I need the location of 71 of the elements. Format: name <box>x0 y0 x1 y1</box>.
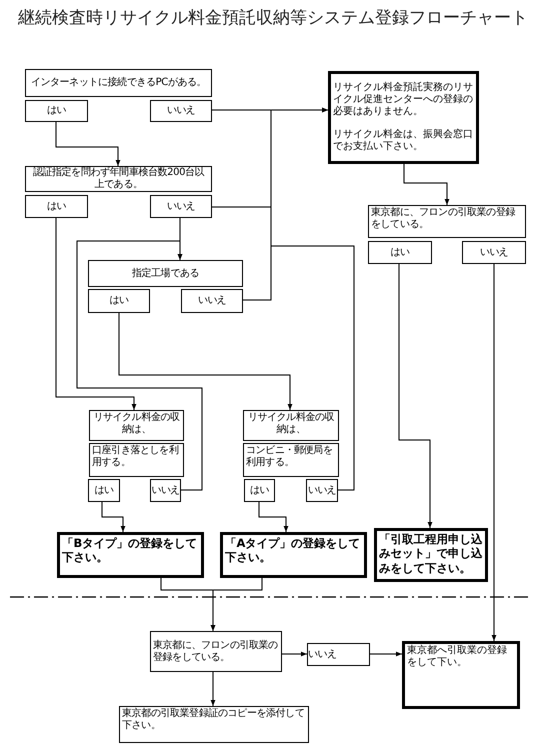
question-box <box>368 205 526 238</box>
result-box <box>374 528 488 582</box>
result-text: 「引取工程用申し込みセット」で申し込みをして下さい。 <box>379 532 483 576</box>
result-text: リサイクル料金預託実務のリサイクル促進センターへの登録の必要はありません。 <box>333 82 474 118</box>
arrow <box>76 240 202 490</box>
question-box <box>89 410 184 441</box>
answer-text: いいえ <box>196 295 228 307</box>
arrow <box>210 672 216 706</box>
answer-text: いいえ <box>151 484 180 496</box>
answer-text: はい <box>46 105 67 117</box>
question-text: 東京都に、フロンの引取業の登録をしている。 <box>371 207 516 231</box>
answer-option <box>88 479 120 502</box>
question-text: インターネットに接続できるPCがある。 <box>30 77 208 89</box>
arrow <box>398 264 432 528</box>
answer-option <box>150 195 212 218</box>
answer-text: はい <box>94 484 114 496</box>
answer-option <box>25 195 88 218</box>
chart-title: 継続検査時リサイクル料金預託収納等システム登録フローチャート <box>18 7 528 29</box>
answer-text: いいえ <box>478 246 510 258</box>
answer-text: いいえ <box>166 200 196 212</box>
answer-option <box>181 289 243 313</box>
question-box <box>243 443 339 477</box>
arrow <box>210 578 262 632</box>
result-text: 「Bタイプ」の登録をして下さい。 <box>62 536 198 565</box>
result-text: リサイクル料金は、振興会窓口でお支払い下さい。 <box>333 129 474 153</box>
result-text: 「Aタイプ」の登録をして下さい。 <box>225 536 361 565</box>
question-box <box>243 410 339 441</box>
arrow <box>270 108 354 490</box>
arrow <box>404 164 450 206</box>
answer-text: いいえ <box>166 105 196 117</box>
answer-text: はい <box>390 246 410 258</box>
arrow <box>102 502 126 532</box>
arrow <box>56 122 120 166</box>
question-text: リサイクル料金の収納は、 <box>246 412 336 436</box>
answer-text: いいえ <box>308 648 338 660</box>
result-box <box>220 532 367 578</box>
answer-option <box>307 643 370 666</box>
answer-text: はい <box>46 200 67 212</box>
arrow <box>56 218 136 410</box>
answer-text: いいえ <box>307 484 337 496</box>
result-box <box>328 71 479 164</box>
answer-option <box>306 479 338 502</box>
result-box <box>402 641 520 709</box>
question-text: 東京都の引取業登録証のコピーを添付して下さい。 <box>122 708 306 732</box>
answer-option <box>462 241 526 264</box>
question-text: 認証指定を問わず年間車検台数200台以上である。 <box>32 167 206 191</box>
question-box <box>89 443 184 477</box>
question-text: 指定工場である <box>130 268 200 280</box>
answer-option <box>368 241 432 264</box>
arrow <box>258 502 288 532</box>
question-box <box>119 706 309 743</box>
answer-option <box>150 100 212 122</box>
question-box <box>25 69 212 97</box>
answer-option <box>150 479 181 502</box>
result-box <box>57 532 204 578</box>
question-text: 口座引き落としを利用する。 <box>92 445 180 469</box>
question-box <box>88 260 243 287</box>
answer-text: はい <box>108 295 130 307</box>
arrow <box>282 652 308 656</box>
arrow <box>370 652 402 656</box>
question-box <box>150 631 282 672</box>
answer-option <box>88 289 150 313</box>
answer-option <box>244 479 275 502</box>
answer-option <box>25 100 88 122</box>
question-text: コンビニ・郵便局を利用する。 <box>246 445 334 469</box>
question-text: 東京都に、フロンの引取業の登録をしている。 <box>153 640 279 664</box>
arrow <box>118 312 292 410</box>
arrow <box>492 264 496 642</box>
answer-text: はい <box>249 484 270 496</box>
question-text: リサイクル料金の収納は、 <box>92 412 181 436</box>
result-text: 東京都へ引取業の登録をして下い。 <box>407 645 508 669</box>
